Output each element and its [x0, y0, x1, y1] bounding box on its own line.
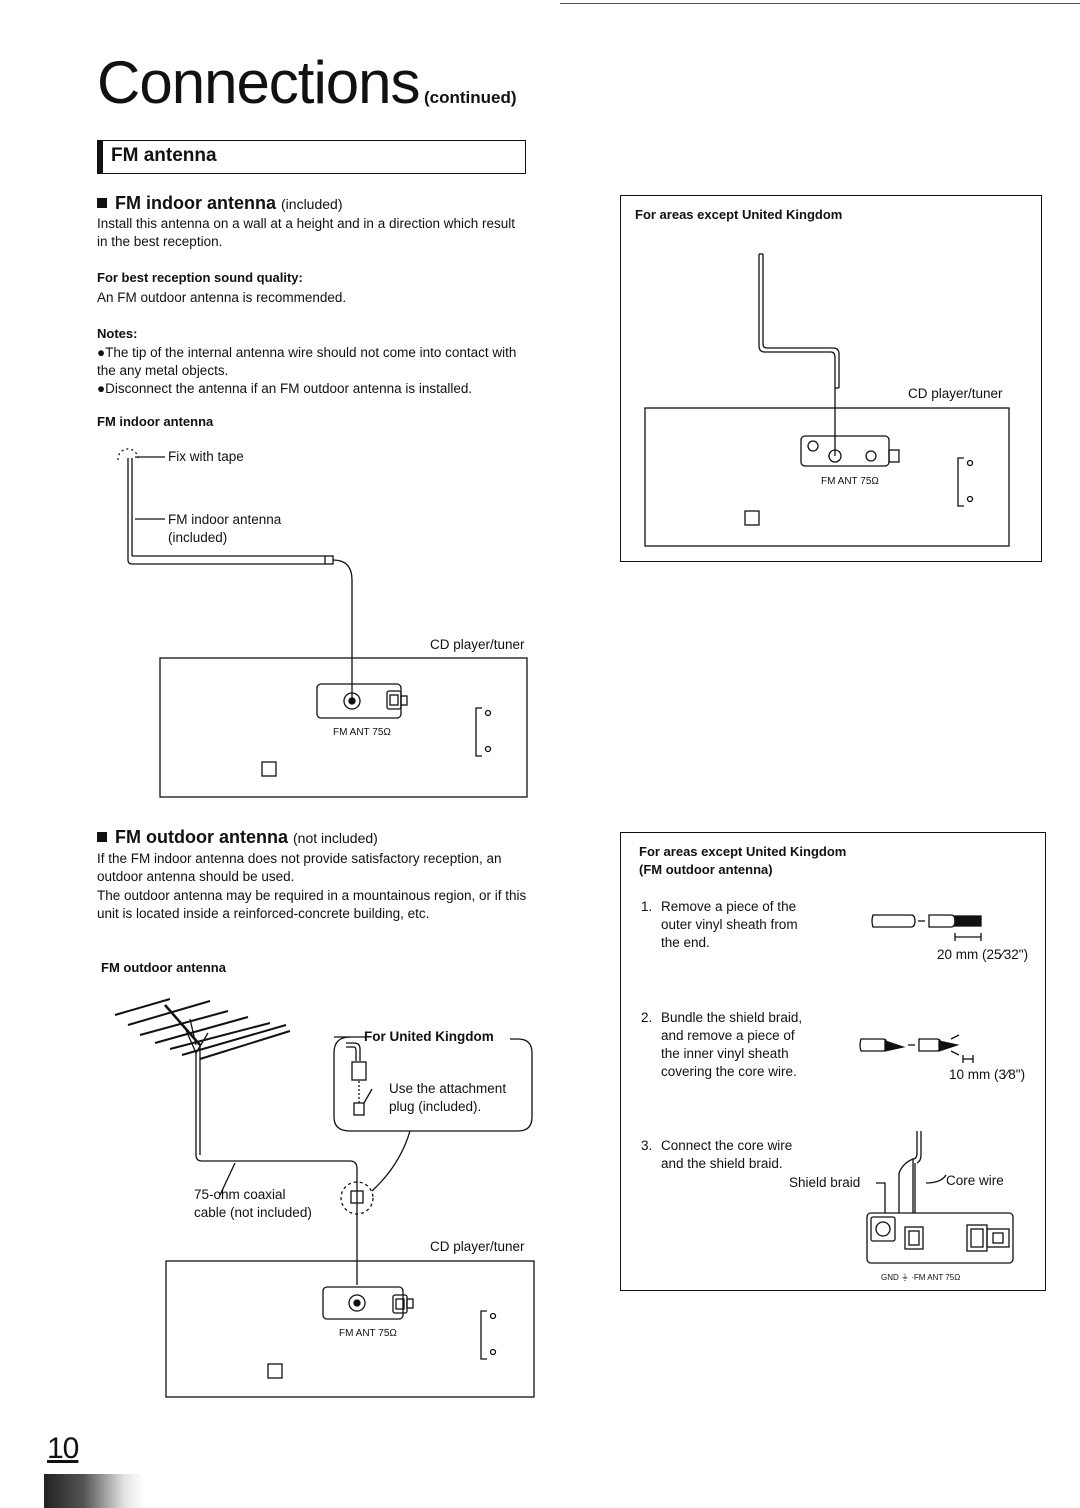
device-label: CD player/tuner: [430, 637, 525, 652]
port-label: FM ANT 75Ω: [821, 476, 879, 487]
right-bottom-panel: For areas except United Kingdom (FM outd…: [620, 832, 1046, 1291]
core-wire-label: Core wire: [946, 1173, 1004, 1188]
outdoor-heading-note: (not included): [293, 830, 378, 846]
step-text-line: Connect the core wire: [661, 1138, 793, 1153]
step-text: Connect the core wire and the shield bra…: [661, 1137, 792, 1173]
port-label: FM ANT 75Ω: [339, 1328, 397, 1339]
right-bottom-label: For areas except United Kingdom (FM outd…: [639, 843, 846, 879]
page-title-text: Connections: [97, 49, 421, 116]
right-top-diagram: [644, 253, 1010, 547]
device-label: CD player/tuner: [430, 1239, 525, 1254]
right-top-label: For areas except United Kingdom: [635, 207, 843, 222]
step-text: Remove a piece of the outer vinyl sheath…: [661, 898, 798, 952]
step-text-line: and the shield braid.: [661, 1156, 783, 1171]
right-bottom-label-line: For areas except United Kingdom: [639, 844, 847, 859]
step-text-line: the inner vinyl sheath: [661, 1046, 789, 1061]
device-label: CD player/tuner: [908, 386, 1003, 401]
indoor-antenna-label-line: (included): [168, 530, 228, 545]
step-text-line: Bundle the shield braid,: [661, 1010, 803, 1025]
outdoor-heading: FM outdoor antenna (not included): [97, 827, 378, 848]
best-reception-label: For best reception sound quality:: [97, 270, 303, 285]
page-title: Connections (continued): [97, 48, 517, 117]
cable-step2-icon: [859, 1034, 974, 1063]
uk-callout-note-line: Use the attachment: [389, 1081, 507, 1096]
indoor-heading-note: (included): [281, 196, 343, 212]
fix-tape-label: Fix with tape: [168, 449, 244, 464]
port-label: GND ⏚ ·FM ANT 75Ω: [881, 1273, 961, 1282]
right-bottom-label-line: (FM outdoor antenna): [639, 862, 773, 877]
outdoor-paragraph: The outdoor antenna may be required in a…: [97, 888, 527, 921]
indoor-figure-label: FM indoor antenna: [97, 414, 214, 429]
page-title-suffix: (continued): [424, 88, 517, 107]
top-rule: [560, 3, 1080, 4]
step-text-line: outer vinyl sheath from: [661, 917, 798, 932]
outdoor-heading-text: FM outdoor antenna: [115, 827, 288, 847]
note-item: ●Disconnect the antenna if an FM outdoor…: [97, 381, 473, 396]
right-top-panel: For areas except United Kingdom CD playe…: [620, 195, 1042, 562]
indoor-antenna-label-line: FM indoor antenna: [168, 512, 282, 527]
step-number: 3.: [641, 1138, 653, 1153]
bullet-square-icon: [97, 832, 107, 842]
indoor-heading: FM indoor antenna (included): [97, 193, 343, 214]
section-heading-box: FM antenna: [97, 140, 526, 174]
step-text-line: covering the core wire.: [661, 1064, 797, 1079]
shield-braid-label: Shield braid: [789, 1175, 861, 1190]
coax-cable-label-line: 75-ohm coaxial: [194, 1187, 286, 1202]
uk-callout-note: Use the attachment plug (included).: [389, 1080, 506, 1116]
outdoor-antenna-diagram: [114, 998, 535, 1398]
coax-cable-label-line: cable (not included): [194, 1205, 312, 1220]
terminal-block-icon: [866, 1131, 1014, 1264]
corner-shadow: [44, 1474, 144, 1508]
section-heading: FM antenna: [111, 145, 217, 166]
step-measure: 10 mm (3⁄8"): [949, 1067, 1026, 1082]
port-label: FM ANT 75Ω: [333, 727, 391, 738]
step-text-line: Remove a piece of the: [661, 899, 797, 914]
step-text-line: the end.: [661, 935, 710, 950]
step-text-line: and remove a piece of: [661, 1028, 795, 1043]
page-number: 10: [47, 1432, 79, 1465]
indoor-heading-text: FM indoor antenna: [115, 193, 276, 213]
step-number: 1.: [641, 899, 653, 914]
coax-cable-label: 75-ohm coaxial cable (not included): [194, 1186, 312, 1222]
yagi-antenna-icon: [114, 998, 291, 1155]
cable-prep-diagram: [859, 914, 1014, 1264]
indoor-antenna-label: FM indoor antenna (included): [168, 511, 281, 547]
step-measure: 20 mm (25⁄32"): [937, 947, 1029, 962]
indoor-antenna-diagram: [117, 448, 528, 798]
bullet-square-icon: [97, 198, 107, 208]
note-item: ●The tip of the internal antenna wire sh…: [97, 345, 517, 378]
uk-callout-label: For United Kingdom: [364, 1029, 494, 1044]
best-reception-text: An FM outdoor antenna is recommended.: [97, 290, 347, 305]
cable-step1-icon: [871, 914, 982, 941]
step-number: 2.: [641, 1010, 653, 1025]
uk-callout-note-line: plug (included).: [389, 1099, 482, 1114]
outdoor-figure-label: FM outdoor antenna: [101, 960, 226, 975]
notes-label: Notes:: [97, 326, 138, 341]
indoor-intro: Install this antenna on a wall at a heig…: [97, 216, 516, 249]
step-text: Bundle the shield braid, and remove a pi…: [661, 1009, 802, 1081]
section-heading-bar: [98, 141, 103, 173]
outdoor-paragraph: If the FM indoor antenna does not provid…: [97, 851, 502, 884]
